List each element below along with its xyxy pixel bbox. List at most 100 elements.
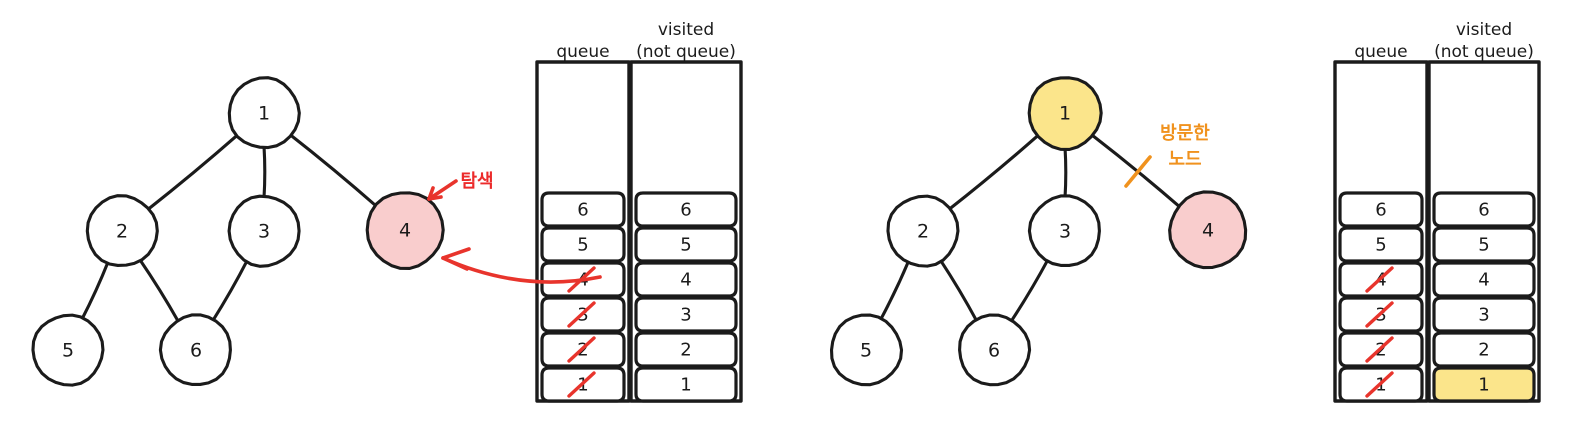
annotation-text-right-line2: 노드 (1168, 149, 1201, 170)
annotation-left: 탐색 (427, 171, 494, 201)
tree-node-3[interactable]: 3 (1027, 194, 1101, 268)
queue-to-node-arrow-head (441, 247, 471, 271)
cell-value-visited-1: 1 (680, 375, 691, 396)
cell-box-visited-4 (1432, 261, 1536, 298)
cell-value-queue-5: 5 (1375, 235, 1386, 256)
cell-value-visited-4: 4 (1478, 270, 1489, 291)
node-outline-2 (85, 194, 159, 267)
cell-value-visited-1: 1 (1478, 375, 1489, 396)
cell-strike-queue-3 (1365, 301, 1394, 328)
cell-visited-5[interactable]: 5 (1432, 226, 1536, 263)
cell-queue-3[interactable]: 3 (1338, 296, 1424, 333)
tree-node-2[interactable]: 2 (886, 194, 960, 268)
column-header-visited-line2: (not queue) (636, 42, 736, 62)
cell-visited-3[interactable]: 3 (1432, 296, 1536, 333)
tree-edges (80, 132, 379, 324)
cell-value-queue-6: 6 (577, 200, 588, 221)
cell-queue-4[interactable]: 4 (1338, 261, 1424, 298)
cell-box-visited-2 (634, 331, 738, 368)
cell-box-visited-3 (634, 296, 738, 333)
tree-node-6[interactable]: 6 (158, 313, 232, 387)
cell-visited-2[interactable]: 2 (634, 331, 738, 368)
cell-value-queue-6: 6 (1375, 200, 1386, 221)
cell-queue-1[interactable]: 1 (1338, 366, 1424, 403)
node-outline-6 (958, 313, 1032, 387)
tree-node-5[interactable]: 5 (829, 313, 904, 387)
cell-value-visited-2: 2 (1478, 340, 1489, 361)
tree-node-5[interactable]: 5 (31, 313, 105, 387)
cell-box-visited-1 (634, 366, 738, 403)
tree-edge-n1-n4 (287, 132, 379, 209)
cell-queue-1[interactable]: 1 (540, 366, 626, 403)
annotation-arrow-head (427, 186, 443, 201)
cell-visited-6[interactable]: 6 (1432, 191, 1536, 228)
tree-node-4[interactable]: 4 (1168, 190, 1248, 270)
cell-box-visited-2 (1432, 331, 1536, 368)
cell-box-visited-6 (634, 191, 738, 228)
tree-edge-n1-n2 (145, 132, 241, 212)
annotation-arrow-shaft (427, 179, 458, 201)
node-label-2: 2 (917, 221, 929, 243)
cell-queue-6[interactable]: 6 (1338, 191, 1424, 228)
tree-node-4[interactable]: 4 (365, 191, 445, 270)
node-label-5: 5 (62, 340, 74, 362)
tree-edge-n2-n6 (137, 257, 181, 324)
column-header-visited-line1: visited (1456, 20, 1512, 40)
cell-box-queue-5 (540, 226, 626, 263)
cell-strike-queue-1 (567, 371, 596, 398)
cell-visited-3[interactable]: 3 (634, 296, 738, 333)
tree-edge-n1-n2 (946, 133, 1041, 212)
tree-node-1[interactable]: 1 (227, 76, 301, 150)
tree-node-3[interactable]: 3 (227, 194, 301, 268)
cell-queue-2[interactable]: 2 (1338, 331, 1424, 368)
cell-visited-1[interactable]: 1 (634, 366, 738, 403)
annotation-text-left-line1: 탐색 (460, 171, 493, 192)
tree-edges (878, 132, 1182, 324)
node-label-4: 4 (1202, 220, 1214, 242)
node-label-1: 1 (1059, 103, 1071, 125)
node-outline-6 (158, 313, 232, 387)
cell-visited-1[interactable]: 1 (1432, 366, 1536, 403)
cell-box-queue-6 (1338, 191, 1424, 228)
cell-visited-2[interactable]: 2 (1432, 331, 1536, 368)
cell-visited-4[interactable]: 4 (1432, 261, 1536, 298)
tree-edge-n3-n6 (210, 258, 250, 323)
tree-node-1[interactable]: 1 (1027, 76, 1103, 151)
node-outline-4 (365, 191, 445, 270)
cell-queue-5[interactable]: 5 (1338, 226, 1424, 263)
cell-value-visited-2: 2 (680, 340, 691, 361)
cell-strike-queue-4 (1365, 266, 1394, 293)
panel-right: 123456queue654321visited(not queue)65432… (829, 20, 1541, 403)
cell-box-visited-5 (634, 226, 738, 263)
cell-value-visited-6: 6 (1478, 200, 1489, 221)
cell-queue-5[interactable]: 5 (540, 226, 626, 263)
cell-visited-5[interactable]: 5 (634, 226, 738, 263)
node-label-3: 3 (1059, 221, 1071, 243)
tree-node-2[interactable]: 2 (85, 194, 159, 267)
node-outline-2 (886, 194, 960, 268)
cell-value-visited-6: 6 (680, 200, 691, 221)
cell-box-visited-5 (1432, 226, 1536, 263)
node-outline-1 (227, 76, 301, 150)
cell-queue-2[interactable]: 2 (540, 331, 626, 368)
cell-queue-6[interactable]: 6 (540, 191, 626, 228)
node-label-4: 4 (399, 220, 411, 242)
cell-visited-6[interactable]: 6 (634, 191, 738, 228)
column-queue: queue654321 (1333, 42, 1429, 403)
cell-visited-4[interactable]: 4 (634, 261, 738, 298)
cell-queue-3[interactable]: 3 (540, 296, 626, 333)
cell-value-visited-3: 3 (1478, 305, 1489, 326)
annotation-text-right-line1: 방문한 (1160, 123, 1210, 144)
node-label-2: 2 (116, 221, 128, 243)
tree-node-6[interactable]: 6 (958, 313, 1032, 387)
cell-box-queue-5 (1338, 226, 1424, 263)
cell-box-visited-4 (634, 261, 738, 298)
column-header-visited-line2: (not queue) (1434, 42, 1534, 62)
cell-box-visited-3 (1432, 296, 1536, 333)
cell-strike-queue-3 (567, 301, 596, 328)
cell-box-visited-1 (1432, 366, 1536, 403)
panel-left: 123456queue654321visited(not queue)65432… (31, 20, 743, 403)
node-label-5: 5 (860, 340, 872, 362)
